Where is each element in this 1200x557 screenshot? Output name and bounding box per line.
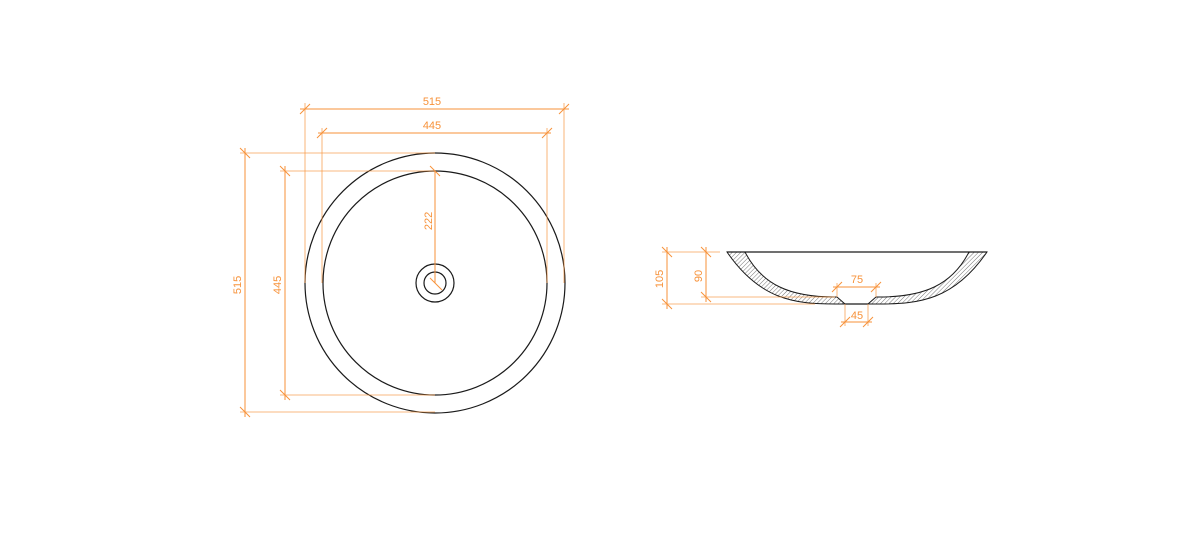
dimension-inner-width: 445 (316, 120, 553, 283)
top-view: 515 445 515 445 (232, 96, 570, 418)
dim-label-total-height: 105 (654, 270, 666, 288)
dim-label-drain-bottom: 45 (851, 310, 863, 322)
dim-label-outer-depth: 515 (232, 276, 244, 294)
side-view: 105 90 75 45 (654, 246, 988, 328)
basin-section-left (726, 251, 847, 305)
dimension-inner-depth: 445 (272, 165, 435, 401)
dimension-drain-bottom: 45 (839, 304, 874, 328)
dim-label-drain-top: 75 (851, 274, 863, 286)
dim-label-radius: 222 (423, 212, 435, 230)
dim-label-outer-width: 515 (423, 96, 441, 108)
dimension-outer-width: 515 (299, 96, 570, 283)
dim-label-inner-depth: 445 (272, 276, 284, 294)
dimension-radius: 222 (423, 165, 443, 291)
dimension-outer-depth: 515 (232, 147, 435, 418)
basin-section-right (866, 251, 988, 305)
dimension-total-height: 105 (654, 246, 815, 310)
dim-label-inner-depth-side: 90 (693, 270, 705, 282)
dimension-inner-depth-side: 90 (693, 246, 835, 303)
dimension-drain-top: 75 (831, 274, 882, 297)
dim-label-inner-width: 445 (423, 120, 441, 132)
